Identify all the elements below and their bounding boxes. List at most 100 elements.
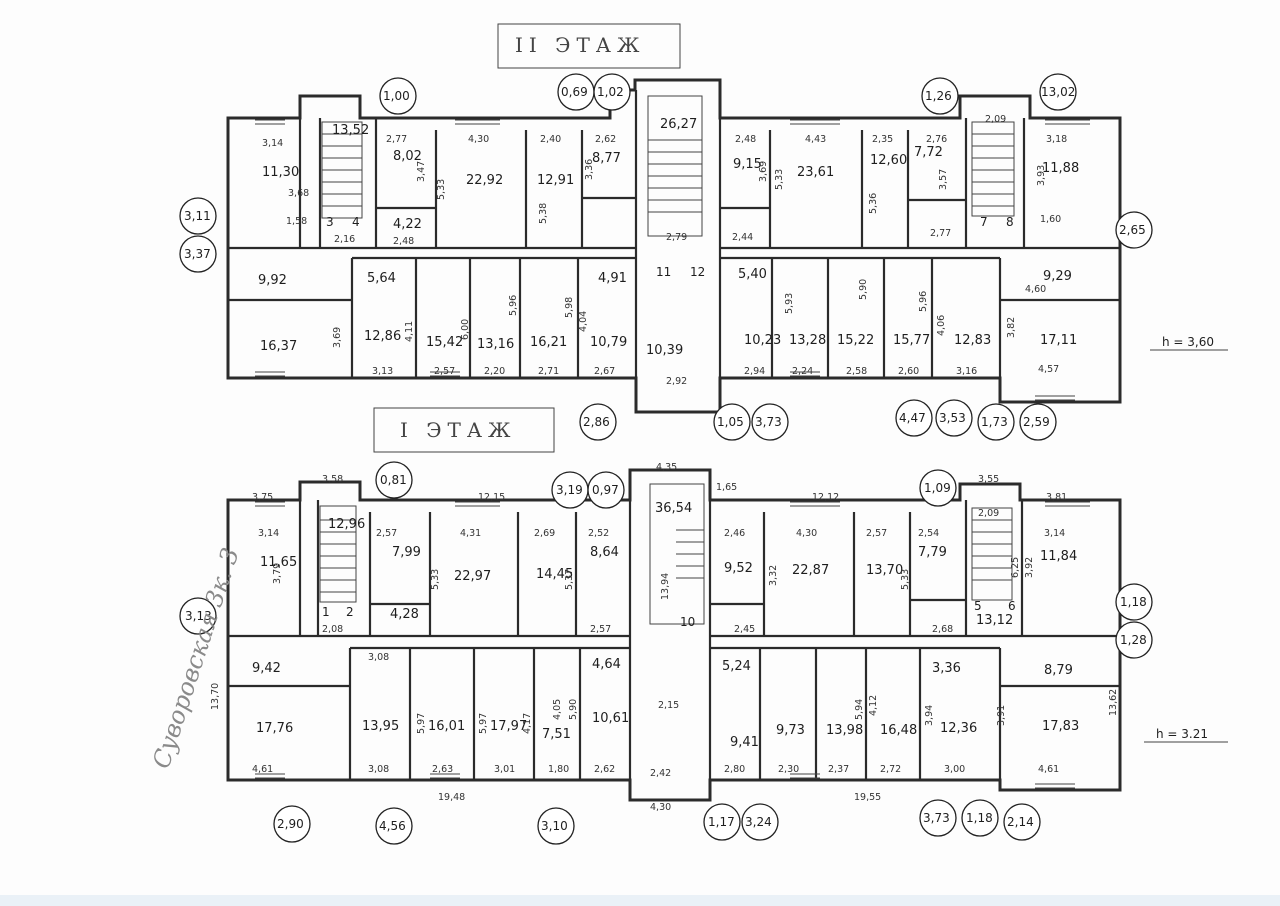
opening-size: 3,73: [923, 811, 950, 825]
room-area: 17,97: [490, 719, 527, 734]
svg-text:3,82: 3,82: [1006, 317, 1017, 338]
svg-text:2: 2: [346, 605, 354, 619]
svg-text:2,67: 2,67: [594, 366, 615, 377]
svg-text:2,46: 2,46: [724, 528, 745, 539]
svg-text:5,90: 5,90: [568, 699, 579, 720]
room-area: 7,51: [542, 727, 571, 742]
opening-size: 3,73: [755, 415, 782, 429]
room-area: 9,73: [776, 723, 805, 738]
opening-size: 2,65: [1119, 223, 1146, 237]
opening-size: 1,73: [981, 415, 1008, 429]
svg-text:13,70: 13,70: [210, 683, 221, 710]
lower-outer-wall: [226, 468, 1122, 802]
svg-text:2,40: 2,40: [540, 134, 561, 145]
svg-text:3,93: 3,93: [1036, 165, 1047, 186]
svg-text:4,17: 4,17: [522, 713, 533, 734]
room-area: 7,79: [918, 545, 947, 560]
room-area: 11,88: [1042, 161, 1079, 176]
svg-text:2,08: 2,08: [322, 624, 343, 635]
svg-text:3,13: 3,13: [372, 366, 393, 377]
svg-text:11: 11: [656, 265, 671, 279]
svg-text:2,09: 2,09: [985, 114, 1006, 125]
svg-text:4,06: 4,06: [936, 315, 947, 336]
upper-floor-stamp-frame: [497, 23, 681, 69]
room-area: 13,16: [477, 337, 514, 352]
svg-text:2,62: 2,62: [595, 134, 616, 145]
svg-text:3,08: 3,08: [368, 764, 389, 775]
svg-text:2,24: 2,24: [792, 366, 813, 377]
opening-size: 2,86: [583, 415, 610, 429]
svg-text:5,97: 5,97: [478, 713, 489, 734]
room-area: 9,52: [724, 561, 753, 576]
opening-size: 0,97: [592, 483, 619, 497]
svg-text:2,69: 2,69: [534, 528, 555, 539]
svg-text:2,80: 2,80: [724, 764, 745, 775]
svg-text:1: 1: [322, 605, 330, 619]
room-area: 15,77: [893, 333, 930, 348]
opening-size: 3,53: [939, 411, 966, 425]
svg-text:10: 10: [680, 615, 695, 629]
svg-text:19,48: 19,48: [438, 792, 465, 803]
opening-size: 3,24: [745, 815, 772, 829]
room-area: 3,36: [932, 661, 961, 676]
opening-size: 13,02: [1041, 85, 1075, 99]
room-area: 16,48: [880, 723, 917, 738]
room-area: 9,42: [252, 661, 281, 676]
svg-text:1,80: 1,80: [548, 764, 569, 775]
svg-text:3,91: 3,91: [996, 705, 1007, 726]
opening-size: 0,81: [380, 473, 407, 487]
lower-stair-left: [319, 505, 357, 603]
handwritten-address: Суворовская 3к. 3: [147, 544, 245, 772]
room-area: 23,61: [797, 165, 834, 180]
opening-size: 1,28: [1120, 633, 1147, 647]
svg-text:5,37: 5,37: [564, 569, 575, 590]
lower-height-note: h = 3.21: [1156, 727, 1208, 741]
svg-text:2,37: 2,37: [828, 764, 849, 775]
room-area: 10,23: [744, 333, 781, 348]
svg-text:3,79: 3,79: [272, 563, 283, 584]
svg-text:4,04: 4,04: [578, 311, 589, 332]
svg-text:5,38: 5,38: [538, 203, 549, 224]
upper-stair-left: [321, 121, 363, 219]
svg-text:2,15: 2,15: [658, 700, 679, 711]
svg-text:4,35: 4,35: [656, 462, 677, 473]
room-area: 11,84: [1040, 549, 1077, 564]
opening-size: 1,02: [597, 85, 624, 99]
svg-text:2,54: 2,54: [918, 528, 939, 539]
opening-size: 4,47: [899, 411, 926, 425]
svg-text:4,43: 4,43: [805, 134, 826, 145]
scan-edge: [0, 895, 1280, 906]
svg-text:3,55: 3,55: [978, 474, 999, 485]
opening-size: 2,90: [277, 817, 304, 831]
svg-text:5,97: 5,97: [416, 713, 427, 734]
room-area: 7,72: [914, 145, 943, 160]
svg-text:2,16: 2,16: [334, 234, 355, 245]
svg-text:2,35: 2,35: [872, 134, 893, 145]
opening-size: 1,00: [383, 89, 410, 103]
room-area: 10,79: [590, 335, 627, 350]
svg-text:3,14: 3,14: [258, 528, 279, 539]
opening-size: 3,10: [541, 819, 568, 833]
room-area: 12,36: [940, 721, 977, 736]
room-area: 36,54: [655, 501, 692, 516]
svg-text:3,94: 3,94: [924, 705, 935, 726]
room-area: 5,24: [722, 659, 751, 674]
svg-text:2,42: 2,42: [650, 768, 671, 779]
opening-size: 1,17: [708, 815, 735, 829]
svg-text:5,94: 5,94: [854, 699, 865, 720]
svg-text:4,31: 4,31: [460, 528, 481, 539]
svg-text:3,58: 3,58: [322, 474, 343, 485]
opening-size: 1,26: [925, 89, 952, 103]
room-area: 14,45: [536, 567, 573, 582]
room-area: 12,83: [954, 333, 991, 348]
svg-text:3,69: 3,69: [758, 161, 769, 182]
room-area: 4,22: [393, 217, 422, 232]
svg-text:2,62: 2,62: [594, 764, 615, 775]
opening-size: 2,59: [1023, 415, 1050, 429]
upper-stair-right: [971, 121, 1015, 217]
svg-text:5,98: 5,98: [564, 297, 575, 318]
opening-size: 4,56: [379, 819, 406, 833]
svg-text:3,36: 3,36: [584, 159, 595, 180]
opening-size: 1,18: [966, 811, 993, 825]
svg-text:2,30: 2,30: [778, 764, 799, 775]
